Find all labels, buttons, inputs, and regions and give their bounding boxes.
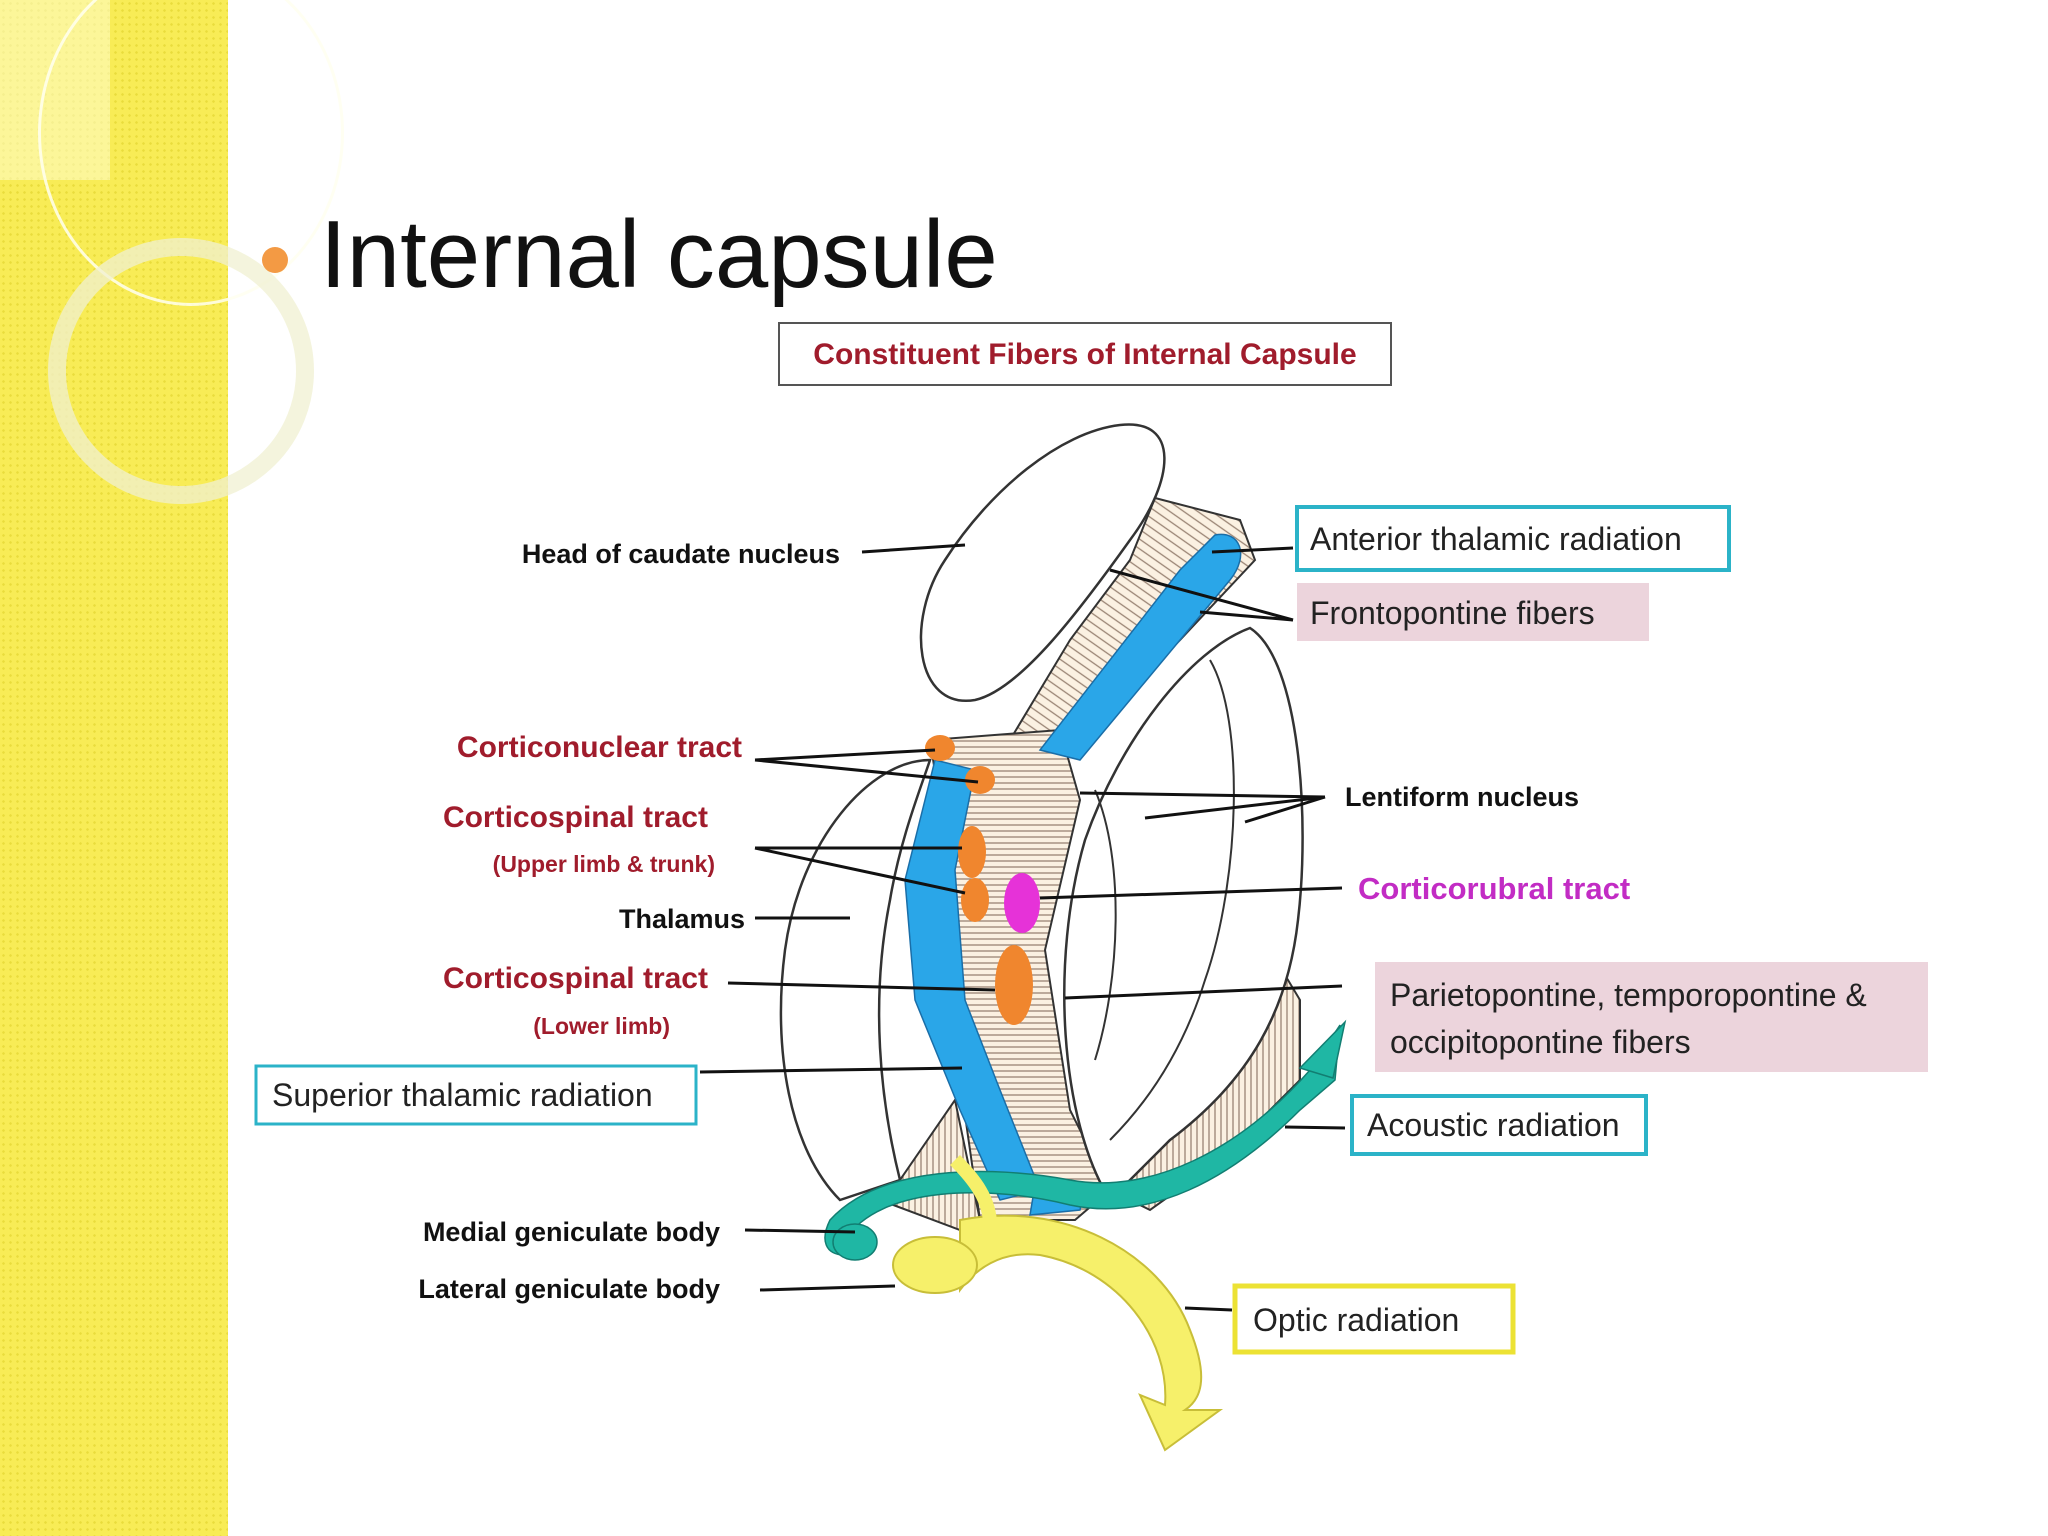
label-lentiform: Lentiform nucleus xyxy=(1345,782,1579,812)
label-head-caudate: Head of caudate nucleus xyxy=(522,539,840,569)
thalamus xyxy=(779,758,932,1202)
label-corticonuclear: Corticonuclear tract xyxy=(457,731,742,764)
label-parieto-line1: Parietopontine, temporopontine & xyxy=(1390,977,1867,1013)
heading-box xyxy=(778,322,1392,386)
label-thalamus: Thalamus xyxy=(619,904,745,934)
label-medial-geniculate: Medial geniculate body xyxy=(423,1217,720,1247)
label-corticospinal-upper: Corticospinal tract xyxy=(443,801,708,834)
optic-radiation-band xyxy=(959,1214,1224,1452)
lentiform-inner-line xyxy=(1109,659,1235,1141)
slide-title: Internal capsule xyxy=(320,201,998,308)
optic-box xyxy=(1232,1283,1516,1355)
label-optic: Optic radiation xyxy=(1253,1302,1459,1338)
label-corticorubral: Corticorubral tract xyxy=(1358,871,1630,906)
acoustic-radiation-band xyxy=(824,1024,1341,1256)
leader-lines xyxy=(699,543,1346,1312)
label-superior-thalamic: Superior thalamic radiation xyxy=(272,1077,653,1113)
label-lateral-geniculate: Lateral geniculate body xyxy=(418,1274,720,1304)
bullet-icon xyxy=(262,247,288,273)
label-acoustic: Acoustic radiation xyxy=(1367,1107,1620,1143)
label-corticospinal-lower-sub: (Lower limb) xyxy=(533,1013,670,1039)
label-corticospinal-lower: Corticospinal tract xyxy=(443,962,708,995)
corticospinal-lower-oval xyxy=(995,945,1033,1025)
corticorubral-oval xyxy=(1004,873,1040,933)
acoustic-box xyxy=(1350,1094,1648,1156)
caudate-head xyxy=(919,423,1166,702)
anterior-thalamic-box xyxy=(1295,505,1731,572)
label-frontopontine: Frontopontine fibers xyxy=(1310,595,1595,631)
diagram-heading: Constituent Fibers of Internal Capsule xyxy=(813,338,1356,371)
optic-radiation-top xyxy=(950,1155,997,1226)
lentiform-inner-line-2 xyxy=(1094,789,1117,1061)
acoustic-arrow-head xyxy=(1298,1019,1347,1079)
corticonuclear-oval-2 xyxy=(965,766,995,794)
label-corticospinal-upper-sub: (Upper limb & trunk) xyxy=(493,851,715,877)
corticonuclear-oval-1 xyxy=(925,735,955,761)
superior-thalamic-box xyxy=(254,1064,698,1126)
label-anterior-thalamic: Anterior thalamic radiation xyxy=(1310,521,1682,557)
corticospinal-upper-oval-2 xyxy=(961,878,989,922)
medial-geniculate-body xyxy=(832,1223,878,1261)
corticospinal-upper-oval-1 xyxy=(958,826,986,878)
frontopontine-box xyxy=(1297,583,1649,641)
parietopontine-box xyxy=(1375,962,1928,1072)
label-parieto-line2: occipitopontine fibers xyxy=(1390,1024,1691,1060)
lateral-geniculate-body xyxy=(892,1236,978,1294)
